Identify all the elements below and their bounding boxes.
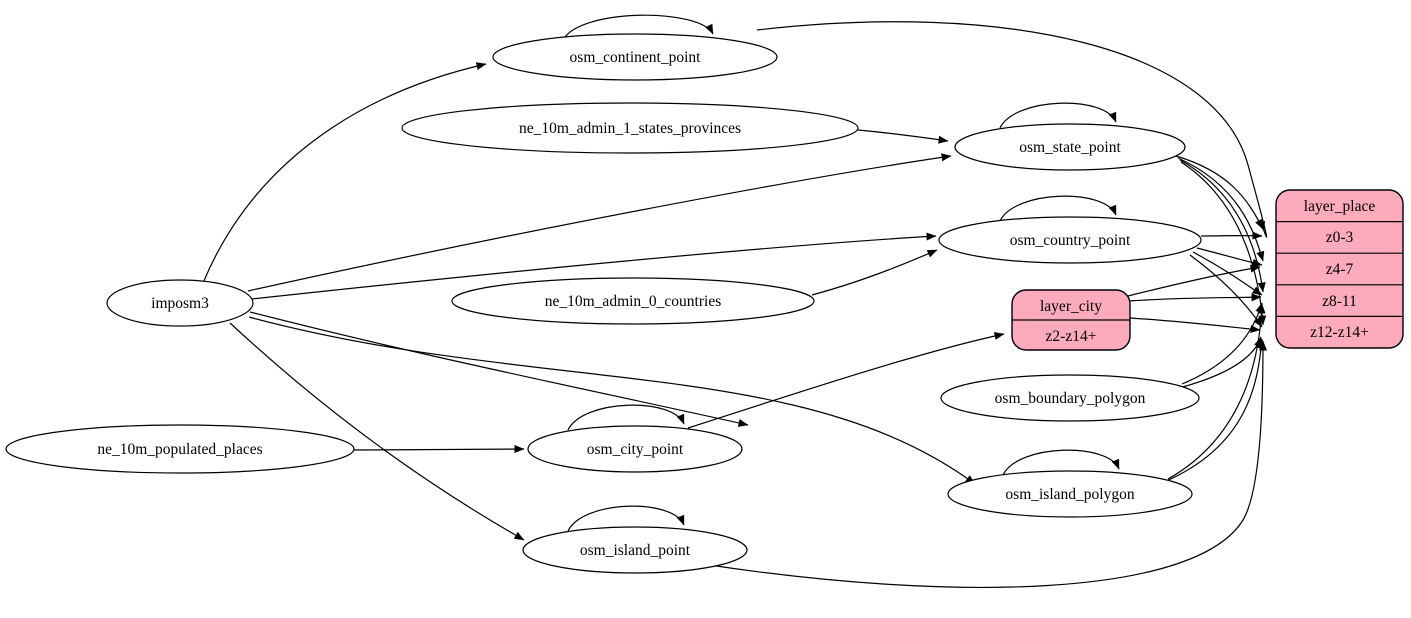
edge-osm_country_point-layer_place-z4-7: [1196, 247, 1263, 267]
edge-ne_10m_populated_places-osm_city_point: [353, 445, 525, 454]
record-layer_place-box: [1275, 189, 1404, 349]
record-layer_city: layer_city z2-z14+: [1011, 289, 1131, 351]
node-osm_boundary_polygon: osm_boundary_polygon: [940, 374, 1200, 422]
record-layer_place-row-z12-z14: z12-z14+: [1310, 324, 1369, 341]
edge-imposm3-osm_city_point: [249, 311, 749, 427]
edge-imposm3-osm_island_point: [229, 322, 525, 541]
node-osm_country_point-label: osm_country_point: [1010, 232, 1131, 249]
node-ne_10m_admin_0_countries-label: ne_10m_admin_0_countries: [545, 293, 722, 310]
node-osm_city_point-shape: [527, 425, 743, 473]
node-ne_10m_populated_places-shape: [5, 424, 355, 474]
edge-osm_city_point-layer_place-z12-z14: [1129, 317, 1261, 334]
record-layer_place-row-z4-7: z4-7: [1326, 261, 1354, 278]
record-layer_place: layer_place z0-3 z4-7 z8-11 z12-z14+: [1275, 189, 1404, 349]
node-osm_boundary_polygon-shape: [940, 374, 1200, 422]
node-osm_country_point: osm_country_point: [938, 216, 1202, 264]
edge-osm_city_point-layer_place-z8-11: [1127, 293, 1262, 302]
node-osm_continent_point-shape: [492, 33, 778, 81]
edge-osm_state_point-layer_place-z8-11: [1179, 159, 1266, 293]
node-osm_island_polygon: osm_island_polygon: [947, 470, 1193, 518]
edge-osm_continent_point-layer_place-z0-3: [756, 21, 1268, 238]
node-osm_continent_point-label: osm_continent_point: [570, 49, 702, 66]
edge-imposm3-osm_continent_point: [202, 62, 487, 284]
edge-osm_city_point-layer_city-z2-z14: [687, 332, 1005, 429]
edge-osm_boundary_polygon-layer_place-z8-11: [1181, 302, 1264, 385]
node-osm_state_point: osm_state_point: [954, 123, 1186, 171]
node-ne_10m_admin_1_states_provinces-label: ne_10m_admin_1_states_provinces: [519, 120, 741, 137]
node-ne_10m_admin_0_countries: ne_10m_admin_0_countries: [451, 277, 815, 325]
node-osm_state_point-shape: [954, 123, 1186, 171]
edge-osm_island_point-layer_place-z12-z14: [702, 340, 1267, 588]
node-osm_continent_point: osm_continent_point: [492, 33, 778, 81]
edge-ne_10m_admin_0_countries-osm_country_point: [811, 249, 938, 296]
node-imposm3-label: imposm3: [151, 295, 209, 312]
node-ne_10m_populated_places-label: ne_10m_populated_places: [97, 441, 262, 458]
edge-osm_country_point-layer_place-z12-z14: [1189, 254, 1263, 328]
edge-osm_island_polygon-layer_place-z12-z14: [1163, 338, 1266, 483]
node-imposm3-shape: [106, 279, 254, 327]
self-loop-osm_city_point: [567, 404, 685, 431]
edge-osm_city_point-layer_place-z4-7: [1127, 264, 1261, 297]
edge-imposm3-osm_state_point: [247, 153, 952, 292]
self-loop-osm_island_point: [567, 505, 685, 532]
self-loop-osm_country_point: [999, 195, 1117, 222]
edge-imposm3-osm_island_polygon: [248, 316, 976, 485]
record-layer_city-row-z2-z14: z2-z14+: [1046, 328, 1097, 345]
self-loop-osm_continent_point: [562, 14, 714, 41]
record-layer_place-row-z8-11: z8-11: [1322, 293, 1357, 310]
node-osm_island_polygon-shape: [947, 470, 1193, 518]
node-osm_country_point-shape: [938, 216, 1202, 264]
node-imposm3: imposm3: [106, 279, 254, 327]
node-ne_10m_admin_1_states_provinces: ne_10m_admin_1_states_provinces: [401, 102, 859, 154]
node-osm_city_point: osm_city_point: [527, 425, 743, 473]
node-osm_boundary_polygon-label: osm_boundary_polygon: [995, 390, 1146, 407]
edge-ne_10m_admin_1_states_provinces-osm_state_point: [857, 129, 949, 144]
edge-osm_state_point-layer_place-z4-7: [1177, 157, 1265, 262]
edge-imposm3-osm_country_point: [251, 232, 937, 300]
edge-osm_country_point-layer_place-z8-11: [1192, 251, 1263, 296]
node-ne_10m_admin_0_countries-shape: [451, 277, 815, 325]
node-ne_10m_admin_1_states_provinces-shape: [401, 102, 859, 154]
edges-group: [202, 14, 1268, 588]
self-loop-osm_island_polygon: [1002, 449, 1120, 476]
node-ne_10m_populated_places: ne_10m_populated_places: [5, 424, 355, 474]
node-osm_city_point-label: osm_city_point: [587, 441, 684, 458]
node-osm_state_point-label: osm_state_point: [1019, 139, 1121, 156]
node-osm_island_point: osm_island_point: [522, 526, 748, 574]
record-layer_place-title: layer_place: [1304, 198, 1376, 215]
node-osm_island_point-shape: [522, 526, 748, 574]
record-layer_city-title: layer_city: [1040, 298, 1102, 315]
record-layer_place-row-z0-3: z0-3: [1326, 229, 1354, 246]
node-osm_island_polygon-label: osm_island_polygon: [1005, 486, 1134, 503]
self-loop-osm_state_point: [999, 102, 1117, 129]
edge-osm_state_point-layer_place-z0-3: [1175, 155, 1264, 230]
edge-osm_island_polygon-layer_place-z8-11: [1167, 303, 1266, 480]
node-osm_island_point-label: osm_island_point: [580, 542, 691, 559]
